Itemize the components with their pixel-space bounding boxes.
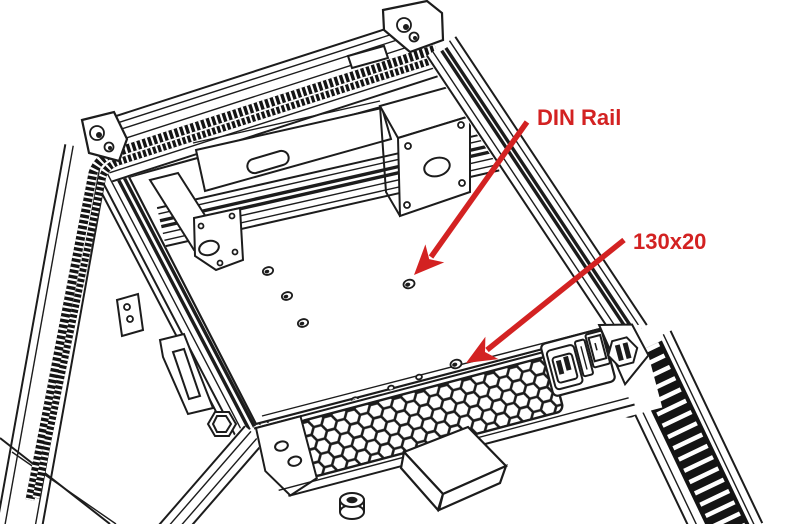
front-left-column [151,424,265,524]
left-support-bracket [115,292,145,338]
right-motor [378,84,472,218]
front-rail-band: I [253,323,663,510]
deck-screws [261,186,463,404]
corner-support-plate [158,332,215,416]
screw-marker [296,318,310,328]
power-switch-mark: I [593,341,599,353]
top-right-corner-bracket [346,0,445,70]
right-edge-rail [425,36,648,347]
hex-foot [206,411,238,437]
din-rail-arrowhead [414,244,445,275]
hex-port [607,336,639,368]
din-rail-label: DIN Rail [537,105,621,130]
power-inlet-module: I [540,328,616,397]
screw-marker [280,291,294,301]
under-mounted-box [399,425,508,513]
annotation-130x20: 130x20 [466,229,706,363]
right-front-column [608,330,764,524]
din-rail-screw [402,278,416,290]
back-panel [192,100,393,193]
size-130x20-arrowhead [466,336,499,363]
left-column-extrusion [0,143,111,524]
size-130x20-label: 130x20 [633,229,706,254]
screw-marker [261,266,275,276]
cylinder-foot [339,492,365,520]
screw-130x20 [449,358,463,370]
handle-cutout [246,149,290,175]
left-motor-bracket [148,171,245,272]
back-assembly [148,84,503,272]
corner-cap [597,323,650,387]
screw-marker [415,373,423,381]
annotation-din-rail: DIN Rail [414,105,621,275]
front-left-bracket [254,415,318,497]
top-left-corner-bracket [80,110,129,163]
bottom-frame-lines [0,437,117,524]
